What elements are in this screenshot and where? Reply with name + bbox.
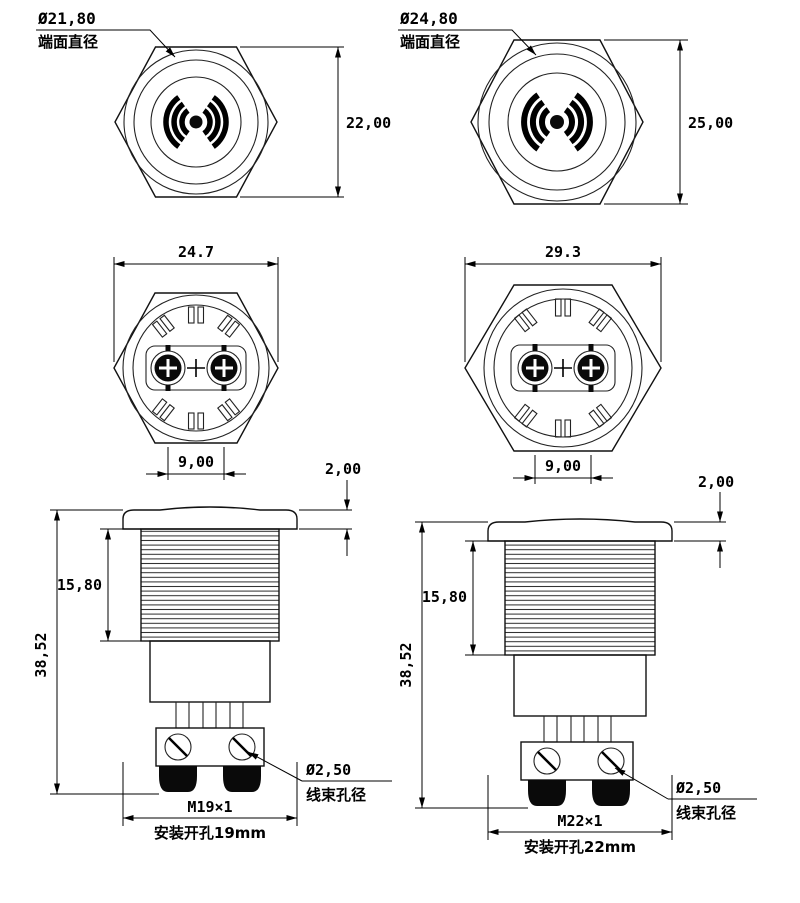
- diameter-leader: [36, 29, 176, 58]
- wire-hole-leader: [614, 767, 757, 800]
- dim-spacing-back-left: 9,00: [178, 453, 214, 471]
- dim-head-height-right: 2,00: [698, 473, 734, 491]
- dim-head-height-left: 2,00: [325, 460, 361, 478]
- head-height-dimension: [674, 492, 726, 568]
- thread-circle: [483, 288, 643, 448]
- thread-length-dimension: [465, 540, 505, 656]
- spacing-dimension: [513, 455, 613, 484]
- wire-boots: [159, 766, 261, 792]
- terminal-housing: [145, 345, 247, 391]
- bezel-circles: [123, 49, 269, 195]
- mounting-hole-dimension: [122, 762, 298, 826]
- back-view-right: 29.3 9,00: [464, 243, 662, 484]
- screw-terminal-left: [517, 344, 553, 392]
- side-view-left: 2,00 15,80 38,52 M19×1 安装开孔19mm Ø2,50 线束…: [32, 460, 392, 842]
- body-circle: [132, 304, 260, 432]
- dim-spacing-back-right: 9,00: [545, 457, 581, 475]
- height-dimension-left: [240, 46, 344, 198]
- lower-body: [513, 654, 647, 717]
- front-view-left: Ø21,80 端面直径 22,00: [36, 9, 391, 198]
- center-cross: [187, 359, 205, 377]
- label-face-diameter-right: 端面直径: [400, 33, 460, 51]
- width-dimension: [113, 257, 279, 362]
- threaded-barrel: [140, 528, 280, 642]
- button-head: [487, 518, 673, 542]
- dim-total-height-left: 38,52: [32, 632, 50, 677]
- screw-terminal-left: [150, 345, 186, 391]
- dim-wire-hole-right: Ø2,50: [675, 779, 721, 797]
- dim-height-left: 22,00: [346, 114, 391, 132]
- side-view-right: 2,00 15,80 38,52 M22×1 安装开孔22mm Ø2,50 线束…: [397, 473, 757, 856]
- dim-width-back-left: 24.7: [178, 243, 214, 261]
- terminal-block: [520, 741, 634, 781]
- label-thread-size-left: M19×1: [187, 798, 232, 816]
- screw-terminal-right: [206, 345, 242, 391]
- label-thread-size-right: M22×1: [557, 812, 602, 830]
- terminal-block: [155, 727, 265, 767]
- label-face-diameter-left: 端面直径: [38, 33, 98, 51]
- dim-wire-hole-left: Ø2,50: [305, 761, 351, 779]
- dim-face-diameter-left: Ø21,80: [37, 9, 96, 28]
- terminal-slots: [513, 298, 613, 438]
- center-cross: [554, 359, 572, 377]
- threaded-barrel: [504, 540, 656, 656]
- bezel-circles: [477, 42, 637, 202]
- dim-thread-length-left: 15,80: [57, 576, 102, 594]
- terminal-screws: [533, 747, 625, 775]
- total-height-dimension: [50, 509, 159, 795]
- label-wire-hole-right: 线束孔径: [676, 804, 736, 822]
- hex-outline: [114, 46, 278, 198]
- wire-hole-leader: [247, 751, 392, 782]
- terminal-tabs: [175, 701, 244, 729]
- label-mounting-hole-left: 安装开孔19mm: [154, 824, 266, 842]
- hex-outline: [464, 284, 662, 452]
- front-view-right: Ø24,80 端面直径 25,00: [398, 9, 733, 205]
- hex-outline: [470, 39, 644, 205]
- screw-terminal-right: [573, 344, 609, 392]
- mounting-hole-dimension: [487, 775, 673, 840]
- button-head: [122, 506, 298, 530]
- dim-total-height-right: 38,52: [397, 642, 415, 687]
- dim-thread-length-right: 15,80: [422, 588, 467, 606]
- label-mounting-hole-right: 安装开孔22mm: [524, 838, 636, 856]
- dim-width-back-right: 29.3: [545, 243, 581, 261]
- terminal-slots: [151, 306, 241, 430]
- diameter-leader: [398, 29, 537, 56]
- dim-face-diameter-right: Ø24,80: [399, 9, 458, 28]
- back-view-left: 24.7 9,00: [113, 243, 279, 480]
- spacing-dimension: [146, 447, 246, 480]
- dim-height-right: 25,00: [688, 114, 733, 132]
- terminal-screws: [164, 733, 256, 761]
- label-wire-hole-left: 线束孔径: [306, 786, 366, 804]
- wire-boots: [528, 780, 630, 806]
- lower-body: [149, 640, 271, 703]
- terminal-housing: [510, 344, 616, 392]
- body-circle: [493, 298, 633, 438]
- buzzer-symbol: [163, 95, 229, 149]
- buzzer-symbol: [521, 92, 593, 152]
- terminal-tabs: [543, 715, 612, 743]
- thread-circle: [122, 294, 270, 442]
- thread-length-dimension: [100, 528, 141, 642]
- width-dimension: [464, 257, 662, 362]
- height-dimension-right: [604, 39, 688, 205]
- hex-outline: [113, 292, 279, 444]
- total-height-dimension: [415, 521, 528, 809]
- head-height-dimension: [299, 480, 352, 556]
